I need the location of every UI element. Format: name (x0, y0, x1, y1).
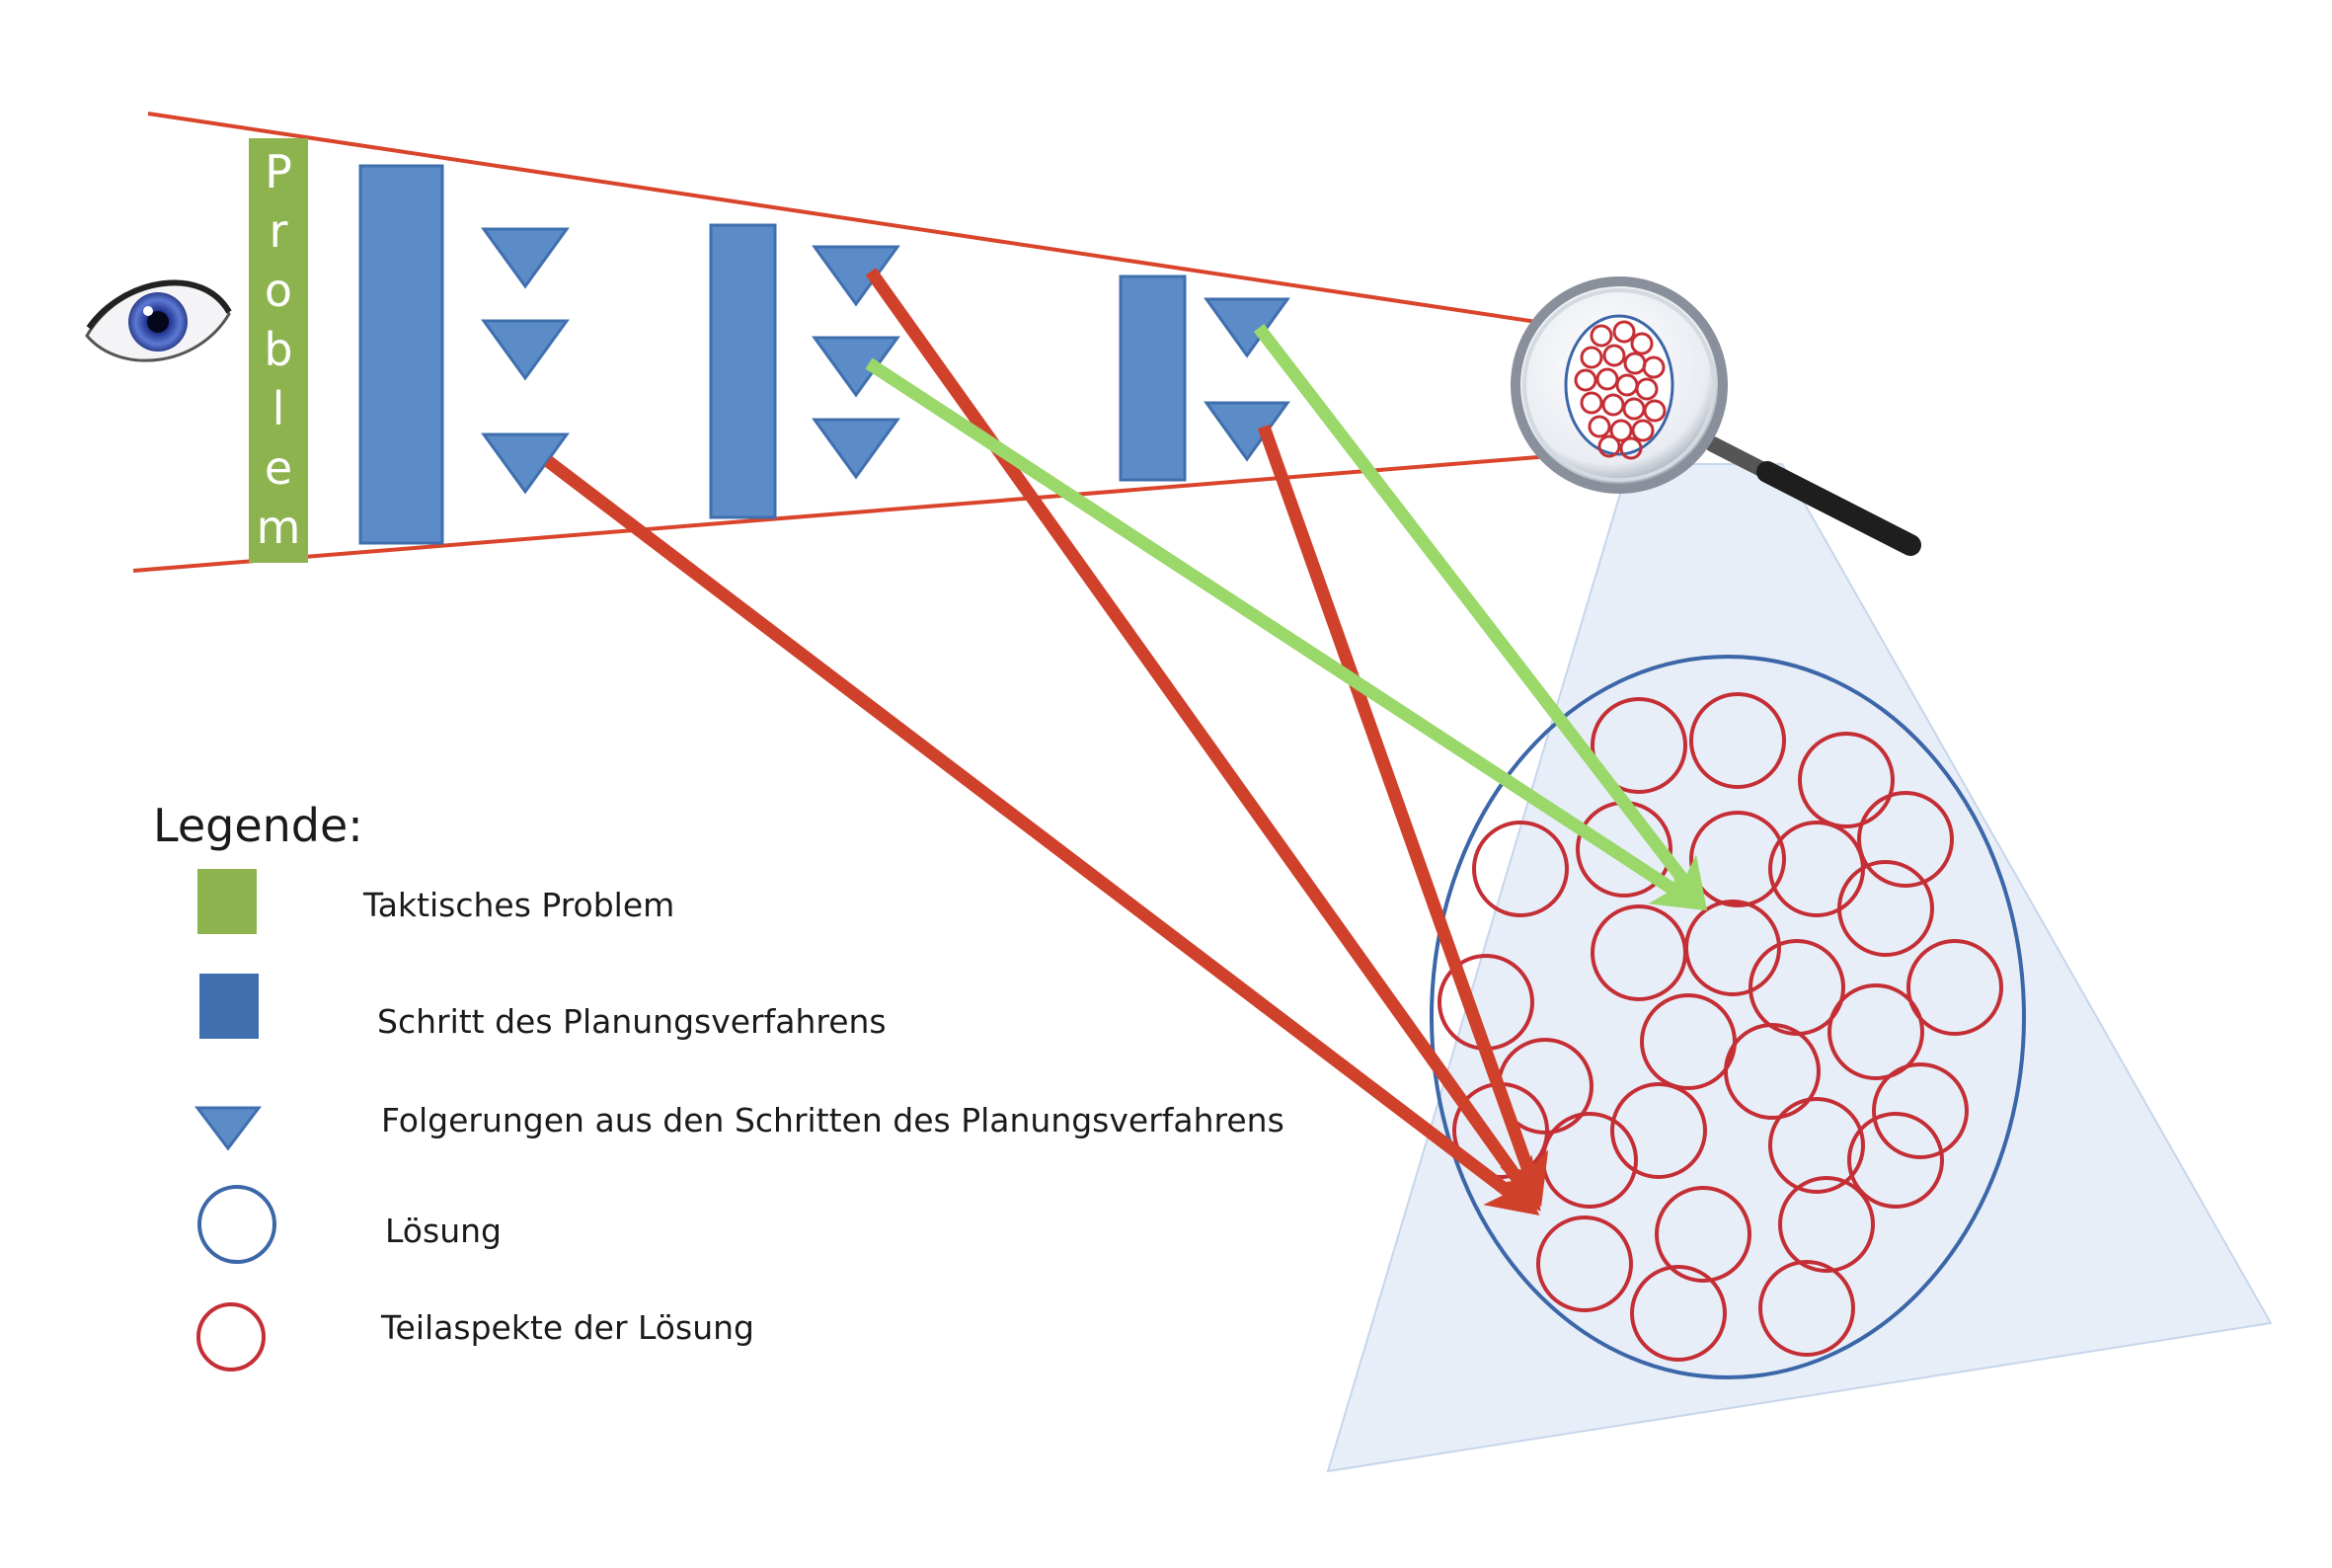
legend-green-square (197, 869, 257, 934)
problem-letter: o (265, 264, 292, 317)
aspect-circle (1758, 1260, 1855, 1357)
aspect-circle (1472, 821, 1569, 917)
aspect-circle (1630, 1265, 1727, 1362)
conclusions (481, 227, 1290, 495)
aspect-circle (1655, 1186, 1751, 1283)
aspect-circle (1872, 1062, 1969, 1159)
aspect-circle (1906, 939, 2003, 1036)
aspect-circle (1827, 983, 1924, 1080)
aspect-circle (1768, 1097, 1865, 1194)
aspect-circle (1591, 697, 1687, 794)
problem-letter: l (272, 382, 285, 435)
conclusion-triangle (481, 432, 570, 495)
legend-blue-circle (197, 1185, 276, 1264)
solution-aspects (1438, 692, 2003, 1362)
aspect-circle (1689, 692, 1786, 789)
aspect-circle (1798, 732, 1895, 828)
conclusion-triangle (1204, 297, 1290, 358)
aspect-circle (1778, 1176, 1875, 1273)
magnifier-icon (1511, 276, 1921, 556)
legend-label-aspect: Teilaspekte der Lösung (380, 1308, 754, 1347)
aspect-circle (1724, 1023, 1821, 1120)
inference-arrows (544, 268, 1708, 1216)
legend-title: Legende: (153, 799, 363, 852)
legend-label-conclusion: Folgerungen aus den Schritten des Planun… (381, 1101, 1284, 1139)
problem-bar (249, 138, 308, 563)
legend-label-step: Schritt des Planungsverfahrens (377, 1002, 887, 1041)
green-arrow (865, 357, 1706, 910)
magnifier-beam (1326, 463, 2273, 1473)
planning-step-1 (358, 164, 444, 545)
conclusion-triangle (481, 227, 570, 289)
legend-red-circle (196, 1302, 266, 1372)
eye-icon (85, 279, 232, 362)
legend: Legende: Taktisches Problem Schritt des … (153, 799, 1284, 1372)
conclusion-triangle (812, 418, 900, 480)
red-arrow (544, 455, 1540, 1216)
red-arrow (1257, 424, 1549, 1208)
problem-letter: e (265, 441, 292, 495)
legend-label-solution: Lösung (385, 1212, 502, 1250)
problem-letter: r (270, 204, 288, 258)
aspect-circle (1536, 1215, 1633, 1312)
aspect-circle (1610, 1082, 1707, 1179)
red-arrow (865, 268, 1541, 1212)
funnel-bottom-line (132, 454, 1551, 573)
aspect-circle (1847, 1112, 1944, 1209)
problem-letter: b (264, 323, 292, 376)
aspect-circle (1684, 900, 1781, 996)
solution-ellipse (1430, 655, 2026, 1379)
funnel-top-line (147, 112, 1551, 326)
legend-blue-triangle (194, 1106, 263, 1151)
planning-step-3 (1119, 274, 1187, 482)
aspect-circle (1857, 791, 1954, 888)
green-arrow (1253, 324, 1708, 911)
problem-letter: P (265, 145, 292, 198)
legend-label-problem: Taktisches Problem (362, 886, 674, 924)
planning-step-2 (709, 223, 777, 519)
aspect-circle (1837, 860, 1934, 957)
legend-blue-square (199, 974, 259, 1039)
problem-letter: m (257, 501, 301, 554)
problem-label: Problem (257, 145, 301, 554)
conclusion-triangle (481, 319, 570, 381)
